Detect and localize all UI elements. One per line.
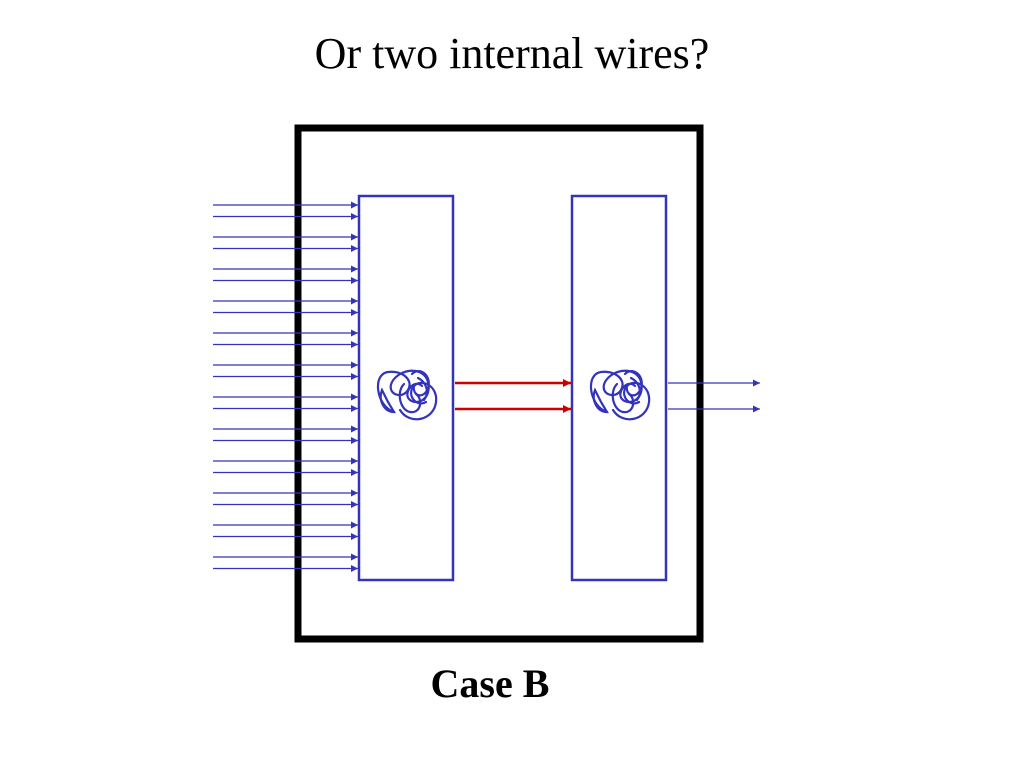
caption: Case B xyxy=(430,661,550,706)
left-module xyxy=(357,194,455,582)
tangled-wires-icon xyxy=(589,369,651,421)
internal-wires xyxy=(455,379,571,413)
output-wires xyxy=(668,379,760,413)
right-module xyxy=(570,194,668,582)
input-wires xyxy=(213,201,358,572)
tangled-wires-icon xyxy=(376,369,438,421)
slide-title: Or two internal wires? xyxy=(314,29,710,78)
